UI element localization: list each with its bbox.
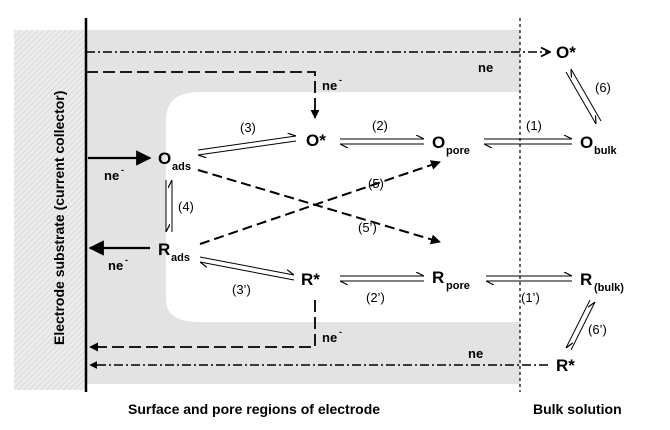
svg-text:ne: ne bbox=[108, 258, 123, 273]
svg-text:R: R bbox=[432, 268, 444, 287]
species-O-pore: O pore bbox=[432, 133, 470, 157]
surface-region-label: Surface and pore regions of electrode bbox=[128, 401, 380, 417]
svg-text:O: O bbox=[432, 133, 445, 152]
svg-text:O: O bbox=[158, 149, 171, 168]
step-4-label: (4) bbox=[178, 199, 194, 214]
species-O-star: O* bbox=[306, 131, 326, 150]
step-5-label: (5) bbox=[368, 176, 384, 191]
species-R-bulk: R (bulk) bbox=[580, 270, 624, 294]
left-shaded-curve bbox=[86, 92, 200, 322]
svg-text:ads: ads bbox=[172, 161, 191, 173]
equilibrium-arrows bbox=[166, 68, 602, 351]
svg-text:-: - bbox=[339, 327, 342, 337]
svg-text:pore: pore bbox=[446, 280, 470, 292]
bottom-ne-label: ne bbox=[468, 346, 483, 361]
step-1-label: (1) bbox=[526, 118, 542, 133]
svg-text:ads: ads bbox=[171, 252, 190, 264]
step-3-prime-label: (3’) bbox=[232, 282, 251, 297]
species-O-star-bulk: O* bbox=[556, 43, 576, 62]
species-O-bulk: O bulk bbox=[580, 133, 617, 157]
species-O-ads: O ads bbox=[158, 149, 191, 173]
substrate-hatch bbox=[14, 30, 86, 390]
top-ne-label: ne bbox=[478, 60, 493, 75]
species-R-pore: R pore bbox=[432, 268, 470, 292]
electron-path-from-R-star bbox=[89, 300, 316, 352]
bulk-region-label: Bulk solution bbox=[533, 401, 622, 417]
substrate-label: Electrode substrate (current collector) bbox=[51, 91, 67, 345]
step-1-prime-label: (1’) bbox=[521, 290, 540, 305]
species-R-star: R* bbox=[301, 270, 320, 289]
ne-minus-bottom: ne - bbox=[322, 327, 342, 345]
svg-text:ne: ne bbox=[322, 330, 337, 345]
ne-minus-out: ne - bbox=[108, 255, 128, 273]
ne-minus-top: ne - bbox=[322, 75, 342, 93]
step-2-prime-label: (2’) bbox=[366, 290, 385, 305]
svg-text:ne: ne bbox=[322, 78, 337, 93]
bottom-shaded-band bbox=[86, 322, 520, 384]
top-shaded-band bbox=[86, 30, 520, 92]
svg-text:pore: pore bbox=[446, 145, 470, 157]
svg-text:-: - bbox=[121, 165, 124, 175]
svg-text:bulk: bulk bbox=[594, 145, 617, 157]
species-R-ads: R ads bbox=[158, 240, 190, 264]
svg-text:-: - bbox=[339, 75, 342, 85]
species-R-star-bulk: R* bbox=[556, 356, 575, 375]
ne-minus-in: ne - bbox=[104, 165, 124, 183]
step-3-label: (3) bbox=[240, 120, 256, 135]
svg-text:-: - bbox=[125, 255, 128, 265]
svg-text:R: R bbox=[158, 240, 170, 259]
pore-region bbox=[150, 92, 520, 322]
electron-path-to-O-star bbox=[86, 71, 320, 119]
shaded-regions bbox=[14, 30, 520, 390]
svg-text:O: O bbox=[580, 133, 593, 152]
dashed-arrow-5-prime bbox=[197, 169, 441, 245]
step-6-label: (6) bbox=[595, 80, 611, 95]
svg-text:(bulk): (bulk) bbox=[594, 282, 624, 294]
step-2-label: (2) bbox=[372, 118, 388, 133]
step-6-prime-label: (6’) bbox=[588, 322, 607, 337]
svg-text:ne: ne bbox=[104, 168, 119, 183]
step-5-prime-label: (5’) bbox=[358, 220, 377, 235]
dashed-arrow-5 bbox=[199, 160, 441, 245]
svg-text:R: R bbox=[580, 270, 592, 289]
